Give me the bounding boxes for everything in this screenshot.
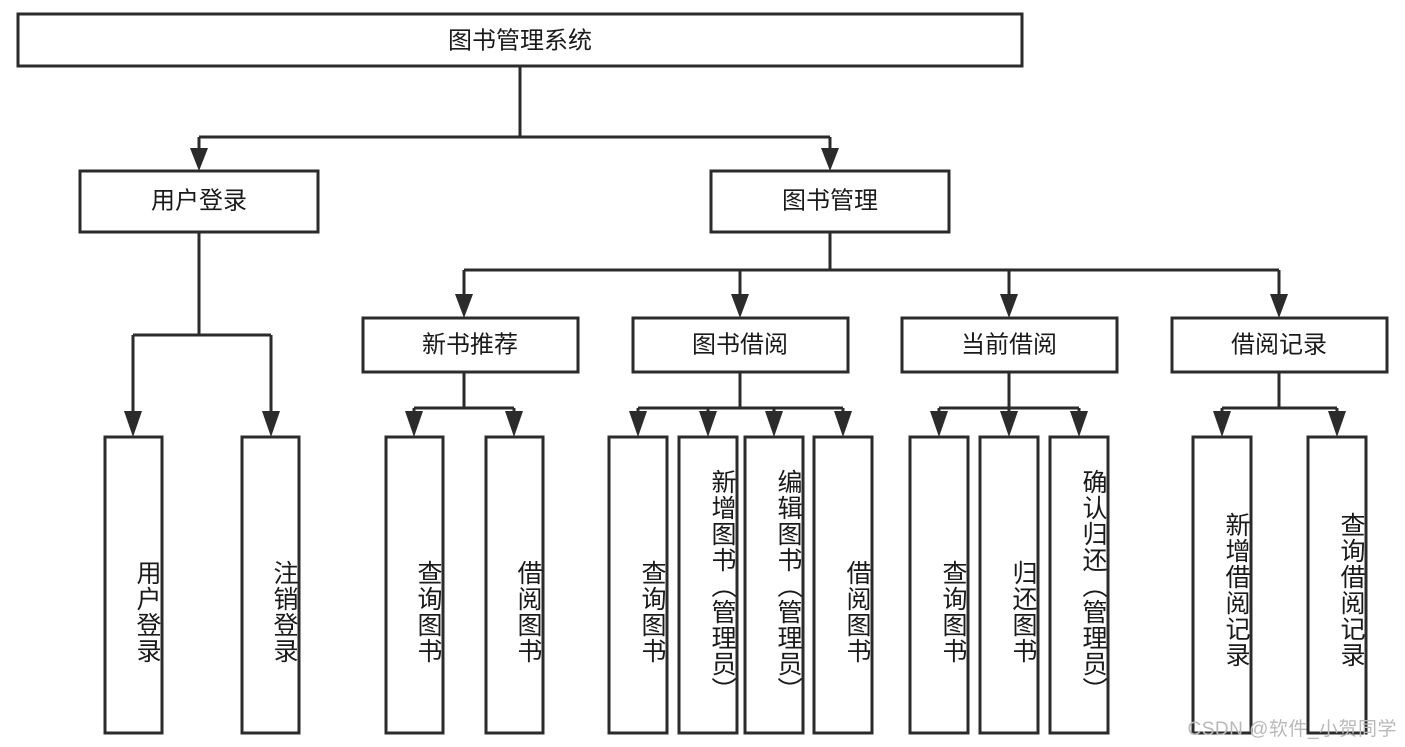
leaf-add-book[interactable]: 新增图书（管理员） [677, 435, 739, 735]
leaf-add-book-box[interactable] [677, 435, 739, 735]
arrowhead-leaf-logout-login [262, 411, 280, 437]
leaf-borrow-book-1[interactable]: 借阅图书 [484, 435, 545, 735]
connector-layer [124, 66, 1346, 437]
leaf-logout-login-box[interactable] [240, 435, 301, 735]
leaf-query-record[interactable]: 查询借阅记录 [1306, 435, 1368, 735]
leaf-confirm-return-label: 确认归还（管理员） [1079, 469, 1107, 703]
node-root-box[interactable] [16, 12, 1024, 68]
leaf-user-login-label: 用户登录 [133, 560, 161, 664]
leaf-user-login-box[interactable] [103, 435, 164, 735]
leaf-query-record-label: 查询借阅记录 [1337, 512, 1365, 668]
arrowhead-leaf-add-book [699, 411, 717, 437]
leaf-borrow-book-2-box[interactable] [812, 435, 874, 735]
arrowhead-borrow-record [1270, 294, 1288, 318]
arrowhead-leaf-edit-book [765, 411, 783, 437]
node-borrow-record[interactable]: 借阅记录 [1170, 316, 1389, 374]
node-current-borrow-box[interactable] [900, 316, 1119, 374]
arrowhead-leaf-borrow-book-1 [505, 411, 523, 437]
node-user-login-box[interactable] [78, 169, 320, 234]
arrowhead-leaf-query-record [1328, 411, 1346, 437]
node-root[interactable]: 图书管理系统 [16, 12, 1024, 68]
arrowhead-leaf-user-login [124, 411, 142, 437]
leaf-return-book-box[interactable] [978, 435, 1040, 735]
node-new-book-recommend[interactable]: 新书推荐 [361, 316, 580, 374]
leaf-query-book-3-box[interactable] [908, 435, 970, 735]
leaf-user-login[interactable]: 用户登录 [103, 435, 164, 735]
arrowhead-leaf-return-book [1000, 411, 1018, 437]
leaf-add-book-label: 新增图书（管理员） [708, 469, 736, 703]
leaf-add-record-label: 新增借阅记录 [1222, 512, 1250, 668]
leaf-query-book-1[interactable]: 查询图书 [384, 435, 445, 735]
node-book-borrow-box[interactable] [631, 316, 850, 374]
node-borrow-record-box[interactable] [1170, 316, 1389, 374]
node-current-borrow-label: 当前借阅 [961, 331, 1057, 358]
leaf-add-record-box[interactable] [1191, 435, 1253, 735]
leaf-query-book-2-label: 查询图书 [638, 560, 666, 664]
leaf-query-book-2[interactable]: 查询图书 [607, 435, 669, 735]
leaf-borrow-book-1-label: 借阅图书 [514, 560, 542, 664]
arrowhead-new-book-recommend [455, 294, 473, 318]
leaf-borrow-book-2[interactable]: 借阅图书 [812, 435, 874, 735]
leaf-logout-login-label: 注销登录 [270, 560, 298, 664]
arrowhead-book-management [821, 148, 839, 171]
leaf-edit-book-box[interactable] [743, 435, 805, 735]
node-book-borrow[interactable]: 图书借阅 [631, 316, 850, 374]
leaf-query-book-1-label: 查询图书 [414, 560, 442, 664]
leaf-confirm-return[interactable]: 确认归还（管理员） [1048, 435, 1110, 735]
node-book-management-box[interactable] [709, 169, 951, 234]
node-new-book-recommend-label: 新书推荐 [422, 331, 518, 358]
node-book-management-label: 图书管理 [782, 187, 878, 214]
arrowhead-leaf-borrow-book-2 [834, 411, 852, 437]
leaf-borrow-book-2-label: 借阅图书 [843, 560, 871, 664]
node-current-borrow[interactable]: 当前借阅 [900, 316, 1119, 374]
node-borrow-record-label: 借阅记录 [1231, 331, 1327, 358]
leaf-edit-book-label: 编辑图书（管理员） [774, 469, 802, 703]
arrowhead-leaf-add-record [1213, 411, 1231, 437]
node-new-book-recommend-box[interactable] [361, 316, 580, 374]
arrowhead-leaf-query-book-1 [405, 411, 423, 437]
arrowhead-user-login [190, 148, 208, 171]
leaf-confirm-return-box[interactable] [1048, 435, 1110, 735]
leaf-return-book[interactable]: 归还图书 [978, 435, 1040, 735]
leaf-logout-login[interactable]: 注销登录 [240, 435, 301, 735]
node-book-management[interactable]: 图书管理 [709, 169, 951, 234]
arrowhead-current-borrow [1000, 294, 1018, 318]
arrowhead-leaf-confirm-return [1070, 411, 1088, 437]
leaf-edit-book[interactable]: 编辑图书（管理员） [743, 435, 805, 735]
node-user-login-label: 用户登录 [151, 187, 247, 214]
leaf-query-record-box[interactable] [1306, 435, 1368, 735]
leaf-query-book-3[interactable]: 查询图书 [908, 435, 970, 735]
leaf-add-record[interactable]: 新增借阅记录 [1191, 435, 1253, 735]
node-book-borrow-label: 图书借阅 [692, 331, 788, 358]
arrowhead-leaf-query-book-3 [930, 411, 948, 437]
leaf-return-book-label: 归还图书 [1009, 560, 1037, 664]
node-root-label: 图书管理系统 [448, 27, 592, 54]
leaf-query-book-2-box[interactable] [607, 435, 669, 735]
leaf-query-book-1-box[interactable] [384, 435, 445, 735]
leaf-query-book-3-label: 查询图书 [939, 560, 967, 664]
node-user-login[interactable]: 用户登录 [78, 169, 320, 234]
arrowhead-book-borrow [731, 294, 749, 318]
arrowhead-leaf-query-book-2 [629, 411, 647, 437]
leaf-borrow-book-1-box[interactable] [484, 435, 545, 735]
